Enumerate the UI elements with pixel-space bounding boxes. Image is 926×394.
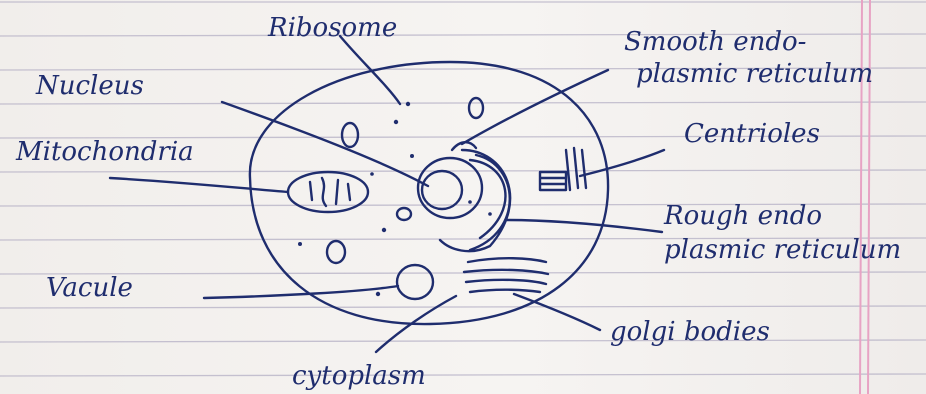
label-golgi-bodies: golgi bodies <box>610 317 770 347</box>
leader-centrioles <box>580 150 664 176</box>
label-smooth-er-line2: plasmic reticulum <box>636 59 873 89</box>
label-vacuole: Vacule <box>46 273 133 303</box>
label-ribosome: Ribosome <box>267 13 397 43</box>
ribosome-dots <box>298 102 492 296</box>
label-smooth-er-line1: Smooth endo- <box>624 27 806 57</box>
mitochondrion <box>288 172 368 212</box>
leader-mitochondria <box>110 178 288 192</box>
label-nucleus: Nucleus <box>35 71 144 101</box>
centrioles <box>540 148 586 190</box>
label-centrioles: Centrioles <box>684 119 820 149</box>
rough-er <box>440 150 510 251</box>
small-vacuole-1 <box>342 123 358 147</box>
label-mitochondria: Mitochondria <box>15 137 194 167</box>
leader-ribosome <box>340 36 400 104</box>
label-rough-er-line2: plasmic reticulum <box>664 235 901 265</box>
cell-membrane <box>250 62 608 324</box>
small-vacuole-2 <box>469 98 483 118</box>
golgi-bodies <box>464 258 548 292</box>
nucleus-inner <box>422 171 462 209</box>
leader-golgi <box>514 294 600 330</box>
nucleus <box>418 158 482 218</box>
leader-nucleus <box>222 102 428 186</box>
mitochondrion-cristae <box>310 178 350 206</box>
leader-rough-er <box>506 220 662 232</box>
vacuole <box>397 265 433 299</box>
small-vacuole-4 <box>397 208 411 220</box>
small-vacuole-3 <box>327 241 345 263</box>
label-cytoplasm: cytoplasm <box>292 361 426 391</box>
label-rough-er-line1: Rough endo <box>663 201 822 231</box>
